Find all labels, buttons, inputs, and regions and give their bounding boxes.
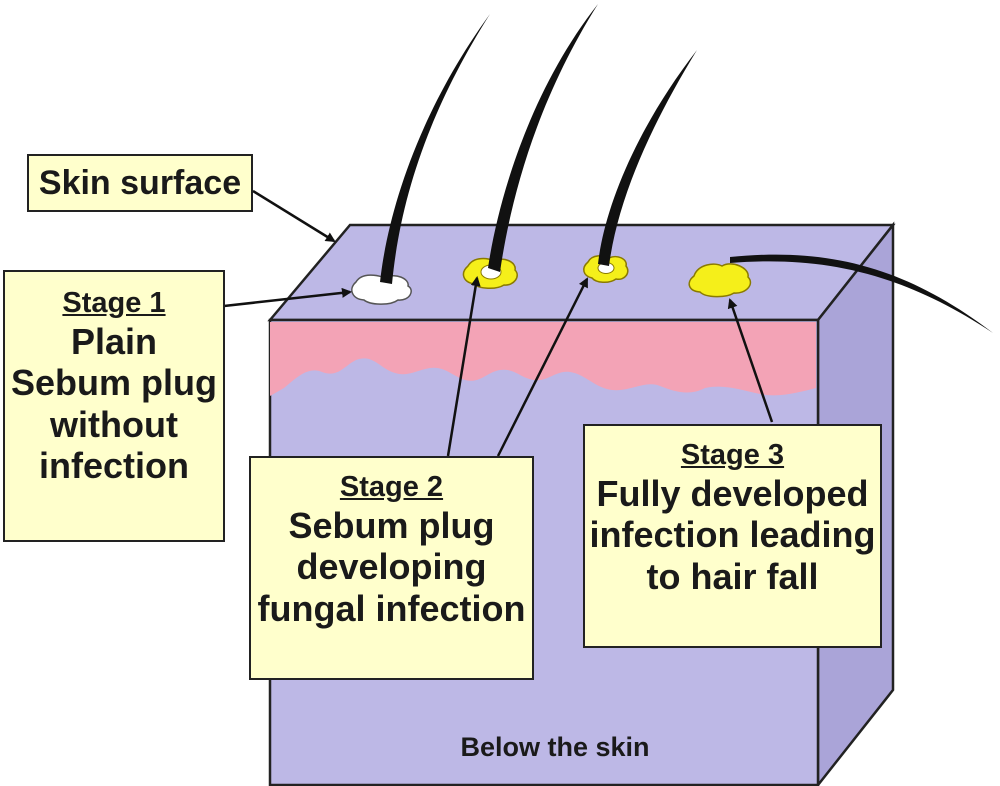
below-skin-label: Below the skin	[460, 732, 650, 762]
stage3-title: Stage 3	[680, 439, 785, 471]
hair-3	[598, 50, 697, 266]
arrow-skin-surface	[252, 189, 336, 243]
stage2-line-3: fungal infection	[257, 587, 526, 629]
stage2-title: Stage 2	[339, 471, 444, 503]
stage3-line-1: Fully developed	[596, 472, 869, 514]
arrow-stage1	[223, 287, 352, 308]
stage3-line-3: to hair fall	[646, 555, 819, 597]
arrow-stage2-a	[446, 276, 481, 457]
dermis-band	[270, 322, 816, 396]
stage1-line-1: Plain	[70, 320, 158, 362]
stage3-line-2: infection leading	[589, 514, 876, 556]
hair-1	[380, 14, 490, 284]
stage3-label-box: Stage 3 Fully developed infection leadin…	[583, 424, 882, 648]
stage1-title: Stage 1	[62, 287, 166, 319]
stage1-line-4: infection	[39, 444, 189, 486]
arrow-stage3	[727, 298, 774, 423]
stage2-line-2: developing	[296, 546, 487, 588]
stage1-label-box: Stage 1 Plain Sebum plug without infecti…	[3, 270, 225, 542]
stage2-label-box: Stage 2 Sebum plug developing fungal inf…	[249, 456, 534, 680]
stage1-line-3: without	[50, 403, 178, 445]
hair-fallen	[730, 254, 993, 333]
hair-2	[488, 4, 598, 272]
skin-block-top	[267, 223, 896, 322]
stage1-line-2: Sebum plug	[11, 362, 217, 404]
arrow-stage2-b	[496, 277, 589, 457]
skin-surface-label: Skin surface	[27, 154, 253, 212]
stage3-infected-plug	[688, 263, 752, 298]
stage2-line-1: Sebum plug	[288, 504, 495, 546]
